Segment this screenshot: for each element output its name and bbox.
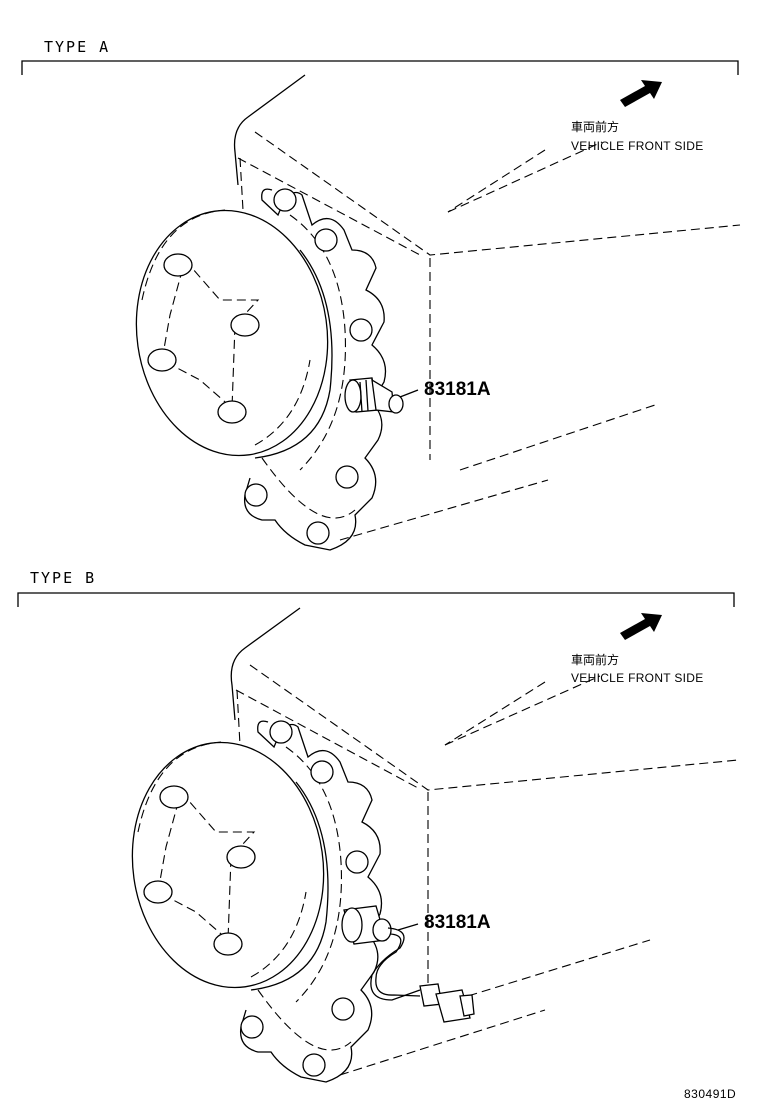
type-b-front-direction-arrow-icon <box>620 613 662 640</box>
type-a-leader-line <box>399 389 419 398</box>
illustration-code: 830491D <box>684 1087 737 1101</box>
type-a-direction-jp-label: 車両前方 <box>571 120 620 134</box>
type-b-illustration <box>17 592 739 1083</box>
type-a-illustration <box>21 60 741 551</box>
type-b-part-number[interactable]: 83181A <box>424 912 491 933</box>
type-a-title: TYPE A <box>44 38 111 56</box>
type-a-direction-en-label: VEHICLE FRONT SIDE <box>571 139 704 153</box>
type-b-bracket <box>17 592 735 607</box>
type-b-direction-en-label: VEHICLE FRONT SIDE <box>571 671 704 685</box>
type-a-direction-leader <box>447 149 546 213</box>
type-b-leader-line <box>397 923 419 931</box>
type-b-sensor-part <box>341 905 475 1023</box>
type-b-title: TYPE B <box>30 569 97 587</box>
type-a-sensor-part <box>344 377 404 414</box>
type-a-front-direction-arrow-icon <box>620 80 662 107</box>
type-b-direction-leader <box>444 681 546 746</box>
type-a-part-number[interactable]: 83181A <box>424 379 491 400</box>
type-a-bracket <box>21 60 739 75</box>
type-b-direction-jp-label: 車両前方 <box>571 653 620 667</box>
